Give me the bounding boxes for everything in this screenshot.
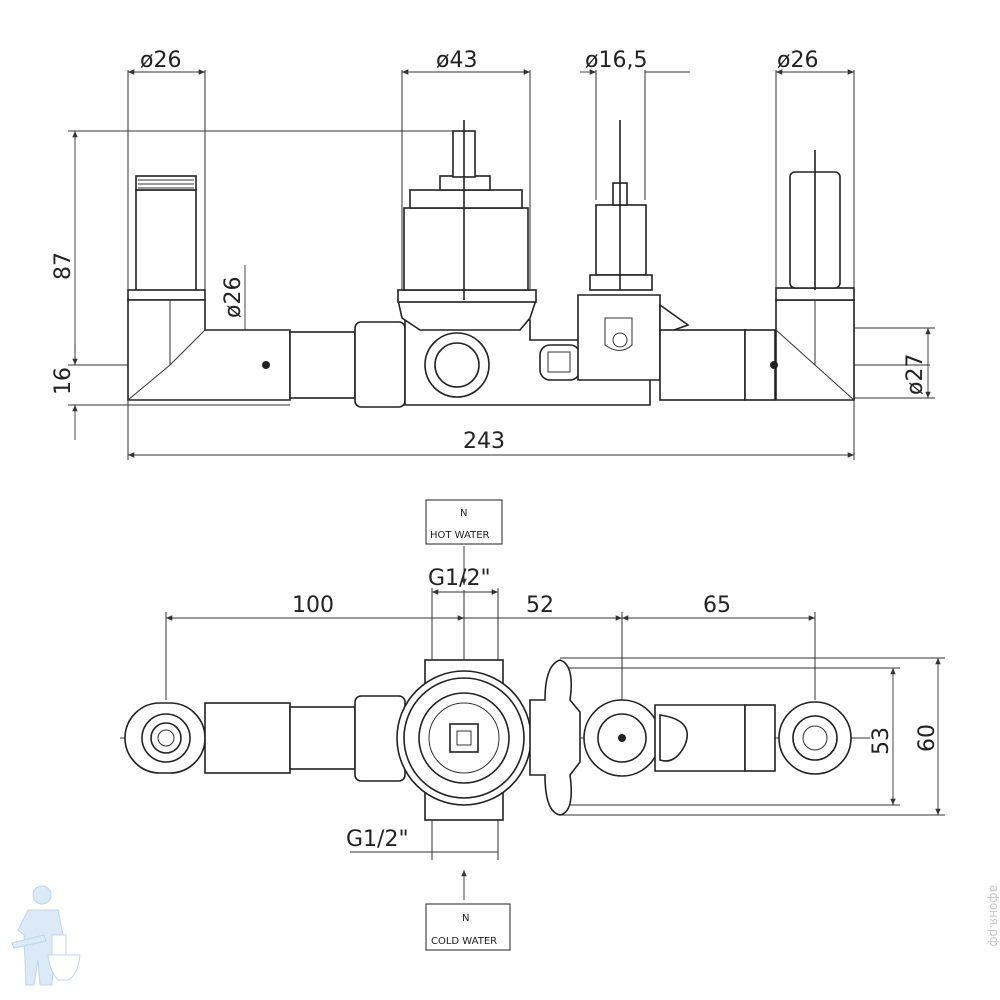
dim-65: 65 <box>703 593 731 618</box>
cold-water-n: N <box>462 913 469 924</box>
thread-bottom: G1/2" <box>346 827 409 852</box>
hot-water-label: N HOT WATER <box>425 499 503 545</box>
cold-water-text: COLD WATER <box>431 936 497 947</box>
dim-d-cartridge: ø43 <box>436 48 477 73</box>
dim-53: 53 <box>869 727 894 755</box>
top-view: N HOT WATER N COLD WATER G1/2" G1/2" 100… <box>120 499 945 951</box>
dim-100: 100 <box>292 593 334 618</box>
dim-height-16: 16 <box>51 367 76 395</box>
dim-d-diverter: ø16,5 <box>585 48 647 73</box>
cold-water-label: N COLD WATER <box>425 903 511 951</box>
hot-water-text: HOT WATER <box>430 530 490 541</box>
dim-total-length: 243 <box>463 429 505 454</box>
thread-top: G1/2" <box>428 566 491 591</box>
dim-52: 52 <box>526 593 554 618</box>
dim-height-87: 87 <box>51 252 76 280</box>
dim-d-right-side: ø27 <box>903 354 928 395</box>
dim-d-right-pipe: ø26 <box>777 48 818 73</box>
dim-d-left-side: ø26 <box>221 277 246 318</box>
front-view: ø26 ø43 ø16,5 ø26 87 16 ø26 ø27 243 <box>51 48 935 460</box>
hot-water-n: N <box>460 508 467 519</box>
dim-60: 60 <box>915 724 940 752</box>
dim-d-left-pipe: ø26 <box>140 48 181 73</box>
plumber-logo <box>11 885 81 986</box>
watermark: афоня.рф <box>987 885 1000 947</box>
